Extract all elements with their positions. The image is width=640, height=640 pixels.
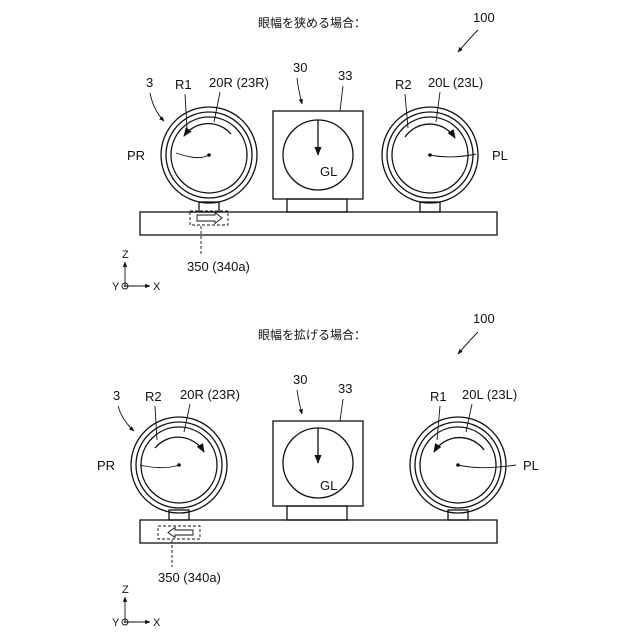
- axis-y-label: Y: [112, 617, 120, 629]
- label-20r: 20R (23R): [180, 387, 240, 402]
- arrow-left-icon: [168, 528, 193, 538]
- label-20r: 20R (23R): [209, 75, 269, 90]
- label-350: 350 (340a): [187, 259, 250, 274]
- ref-33-leader: [340, 399, 343, 421]
- ref-3: 3: [146, 75, 153, 90]
- ref-30: 30: [293, 372, 307, 387]
- r1-leader: [437, 406, 440, 440]
- axis-x-label: X: [153, 617, 161, 629]
- lens-stand: [448, 510, 468, 520]
- label-r1: R1: [430, 389, 447, 404]
- label-pl: PL: [523, 458, 539, 473]
- rotation-arrow: [155, 437, 204, 452]
- pl-point: [428, 153, 432, 157]
- caption-narrow: 眼幅を狭める場合：: [258, 15, 366, 30]
- actuator-350: [190, 211, 228, 255]
- label-gl: GL: [320, 478, 337, 493]
- label-20l: 20L (23L): [428, 75, 483, 90]
- center-stand: [287, 506, 347, 520]
- ref-100: 100: [473, 10, 495, 25]
- ref-100-arrow: [458, 30, 478, 52]
- center-unit: GL: [273, 421, 363, 520]
- axis-indicator: Z Y X: [112, 584, 161, 629]
- rotation-arrow: [434, 438, 484, 452]
- center-stand: [287, 199, 347, 212]
- label-350: 350 (340a): [158, 570, 221, 585]
- pl-leader: [458, 465, 516, 468]
- label-pr: PR: [97, 458, 115, 473]
- base-plate: [140, 520, 497, 543]
- r2-leader: [405, 94, 408, 128]
- label-pr: PR: [127, 148, 145, 163]
- label-r1: R1: [175, 77, 192, 92]
- actuator-350: [158, 526, 200, 567]
- ref-100-arrow: [458, 332, 478, 354]
- center-unit: GL: [273, 111, 363, 212]
- axis-y-label: Y: [112, 281, 120, 293]
- lens-left-eye: [410, 417, 516, 520]
- ref-33: 33: [338, 68, 352, 83]
- ref-3: 3: [113, 388, 120, 403]
- actuator-box: [158, 526, 200, 539]
- axis-x-label: X: [153, 281, 161, 293]
- pr-leader: [176, 153, 209, 158]
- lens-stand: [169, 510, 189, 520]
- label-gl: GL: [320, 164, 337, 179]
- base-plate: [140, 212, 497, 235]
- ref-33: 33: [338, 381, 352, 396]
- ref-30-arrow: [297, 78, 302, 104]
- lens-right-eye: [131, 417, 227, 520]
- lens-left-eye: [382, 107, 478, 212]
- axis-z-label: Z: [122, 249, 129, 261]
- arrow-right-icon: [197, 213, 222, 224]
- ref-3-arrow: [150, 93, 164, 121]
- r1-leader: [185, 94, 187, 128]
- pr-point: [177, 463, 181, 467]
- pl-point: [456, 463, 460, 467]
- ref-30: 30: [293, 60, 307, 75]
- y-axis-dot: [124, 621, 126, 623]
- caption-widen: 眼幅を拡げる場合：: [258, 327, 366, 342]
- ref-30-arrow: [297, 390, 302, 414]
- rotation-arrow: [184, 124, 231, 136]
- ref-100: 100: [473, 311, 495, 326]
- pl-leader: [430, 154, 476, 157]
- panel-narrow: 眼幅を狭める場合： 100 3 R1 20R (23R) PR GL: [112, 10, 508, 293]
- label-r2: R2: [145, 389, 162, 404]
- axis-indicator: Z Y X: [112, 249, 161, 293]
- ref-3-arrow: [118, 406, 134, 431]
- label-pl: PL: [492, 148, 508, 163]
- label-r2: R2: [395, 77, 412, 92]
- label-20l: 20L (23L): [462, 387, 517, 402]
- rotation-arrow: [405, 124, 455, 138]
- lens-right-eye: [161, 107, 257, 212]
- panel-widen: 眼幅を拡げる場合： 100 3 R2 20R (23R) PR GL: [97, 311, 539, 629]
- y-axis-dot: [124, 285, 126, 287]
- pr-leader: [140, 465, 179, 468]
- axis-z-label: Z: [122, 584, 129, 596]
- ref-33-leader: [340, 86, 343, 111]
- pr-point: [207, 153, 211, 157]
